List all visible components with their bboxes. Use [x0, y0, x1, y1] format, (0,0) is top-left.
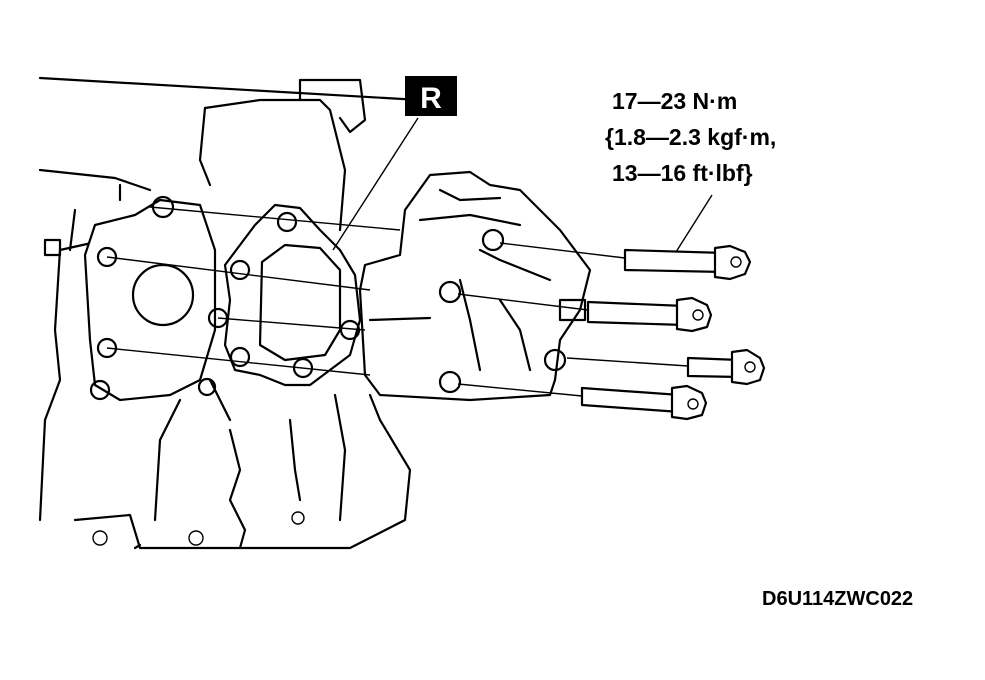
- gasket: [223, 203, 362, 387]
- figure-code: D6U114ZWC022: [762, 588, 913, 610]
- torque-leader-line: [675, 194, 713, 253]
- bolt-2: [586, 296, 713, 333]
- torque-spec-nm: 17—23 N·m: [612, 88, 737, 114]
- torque-spec-ftlbf: 13—16 ft·lbf}: [612, 160, 753, 186]
- bolt-4: [580, 384, 708, 421]
- engine-block: [38, 76, 422, 550]
- assembly-lines: [106, 206, 689, 397]
- bolt-1: [623, 244, 752, 281]
- bolt-3: [686, 348, 766, 386]
- water-pump: [358, 170, 592, 402]
- part-marker-r: R: [332, 76, 457, 251]
- part-marker-label: R: [420, 82, 442, 115]
- torque-spec-kgfm: {1.8—2.3 kgf·m,: [605, 124, 776, 150]
